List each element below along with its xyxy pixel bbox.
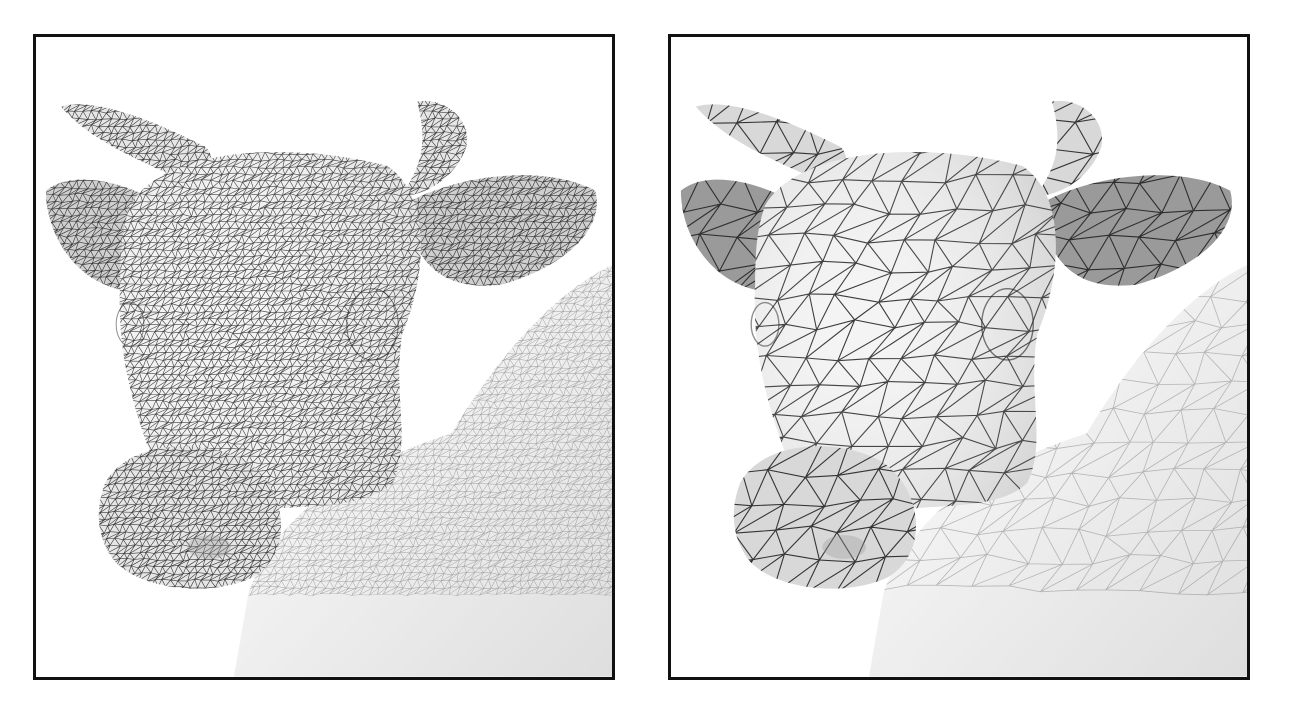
cow-head [119, 151, 421, 527]
dense-mesh-panel [33, 34, 615, 680]
coarse-mesh-panel [668, 34, 1250, 680]
coarse-cow-mesh-image [680, 100, 1247, 677]
eye-socket-far [750, 301, 780, 347]
eye-socket-far [115, 302, 145, 347]
eye-socket [981, 288, 1034, 361]
left-horn [60, 104, 212, 186]
right-horn [402, 100, 468, 196]
nostril [187, 535, 231, 559]
eye-socket [346, 288, 399, 361]
cow-muzzle [733, 446, 917, 589]
nostril [822, 535, 866, 559]
dense-cow-mesh-image [45, 100, 612, 677]
left-horn [695, 104, 847, 186]
cow-muzzle [98, 446, 282, 589]
right-horn [1037, 100, 1103, 196]
cow-head [754, 151, 1056, 527]
right-ear [402, 175, 597, 286]
